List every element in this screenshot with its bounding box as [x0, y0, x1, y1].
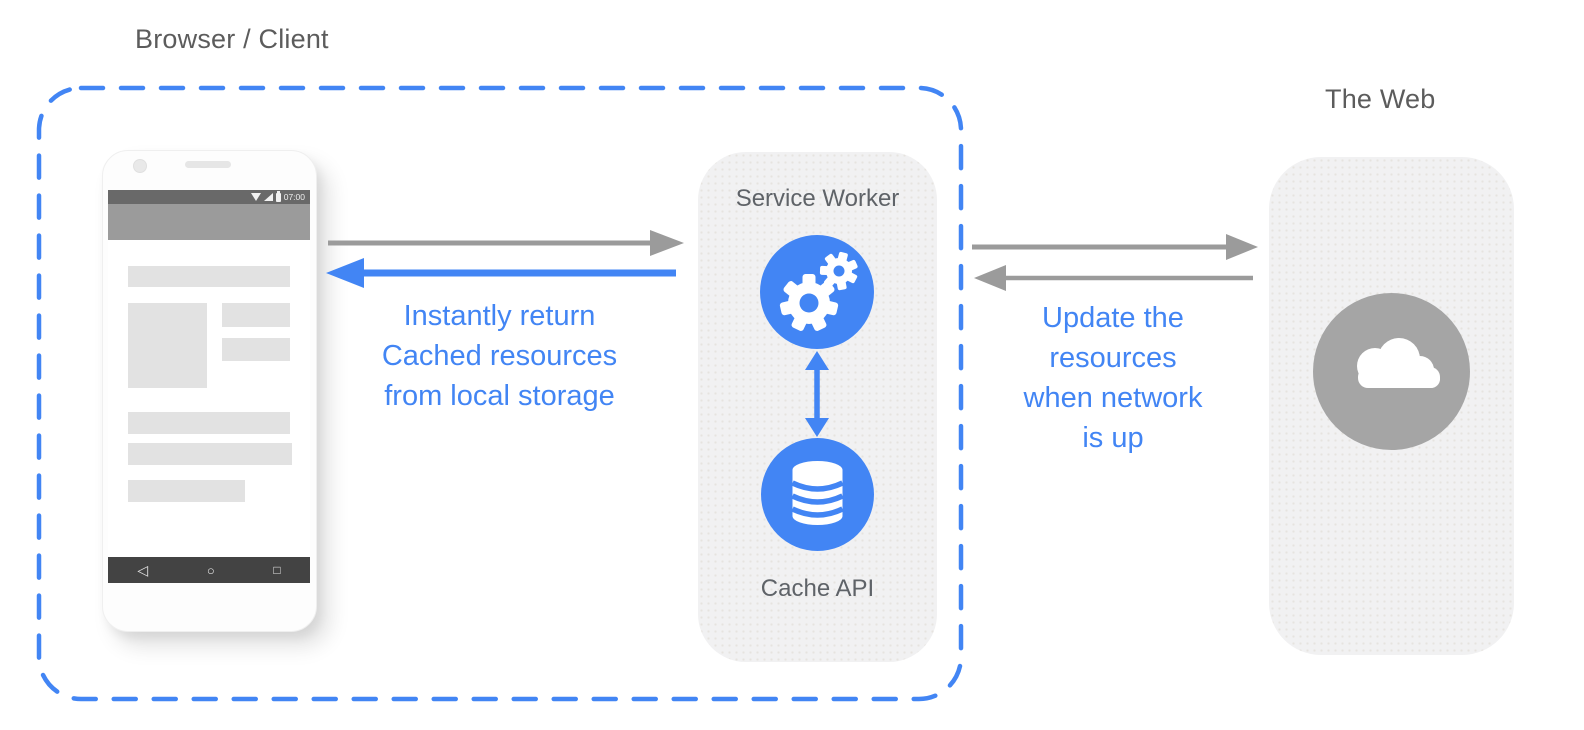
service-worker-panel: Service Worker — [698, 152, 937, 662]
arrow-sw-to-web — [972, 234, 1258, 260]
arrow-phone-to-sw — [328, 230, 684, 256]
phone-mockup: 07:00 ◁ ○ □ — [102, 150, 317, 632]
cache-note-line: Instantly return — [403, 300, 596, 332]
home-icon: ○ — [206, 562, 215, 578]
phone-camera-icon — [133, 159, 147, 173]
wifi-icon — [250, 193, 261, 201]
network-note-line: resources — [1049, 342, 1177, 374]
back-icon: ◁ — [137, 562, 149, 578]
network-note-line: when network — [1023, 382, 1203, 414]
network-note-line: is up — [1082, 422, 1144, 454]
cloud-icon — [1357, 338, 1440, 388]
cache-api-label: Cache API — [760, 575, 875, 602]
placeholder-bar — [222, 303, 290, 327]
the-web-panel — [1269, 157, 1514, 655]
cache-note: Instantly return Cached resources from l… — [347, 296, 652, 416]
cache-note-line: Cached resources — [381, 340, 618, 372]
placeholder-block — [128, 303, 207, 388]
placeholder-bar — [128, 443, 292, 465]
database-icon — [791, 461, 844, 525]
cache-api-circle — [761, 438, 874, 551]
phone-speaker — [185, 161, 231, 168]
phone-screen: 07:00 ◁ ○ □ — [108, 190, 310, 583]
network-note-line: Update the — [1042, 302, 1184, 334]
recents-icon: □ — [273, 563, 281, 577]
placeholder-bar — [222, 338, 290, 361]
cellular-icon — [263, 193, 273, 201]
arrow-web-to-sw — [974, 265, 1253, 291]
placeholder-bar — [128, 480, 245, 502]
status-time: 07:00 — [283, 191, 305, 202]
service-worker-circle — [760, 235, 874, 349]
cache-note-line: from local storage — [384, 380, 615, 412]
browser-client-label: Browser / Client — [135, 24, 329, 54]
placeholder-bar — [128, 412, 290, 434]
placeholder-bar — [128, 266, 290, 287]
battery-icon — [275, 190, 281, 202]
app-header-bar — [108, 204, 310, 240]
phone-nav-bar: ◁ ○ □ — [108, 557, 310, 583]
web-circle — [1313, 293, 1470, 450]
arrow-sw-to-phone — [326, 258, 676, 288]
network-note: Update the resources when network is up — [963, 298, 1263, 458]
the-web-label: The Web — [1325, 84, 1436, 114]
gears-icon — [779, 251, 858, 331]
phone-status-bar: 07:00 — [108, 190, 310, 204]
service-worker-title: Service Worker — [735, 185, 900, 212]
